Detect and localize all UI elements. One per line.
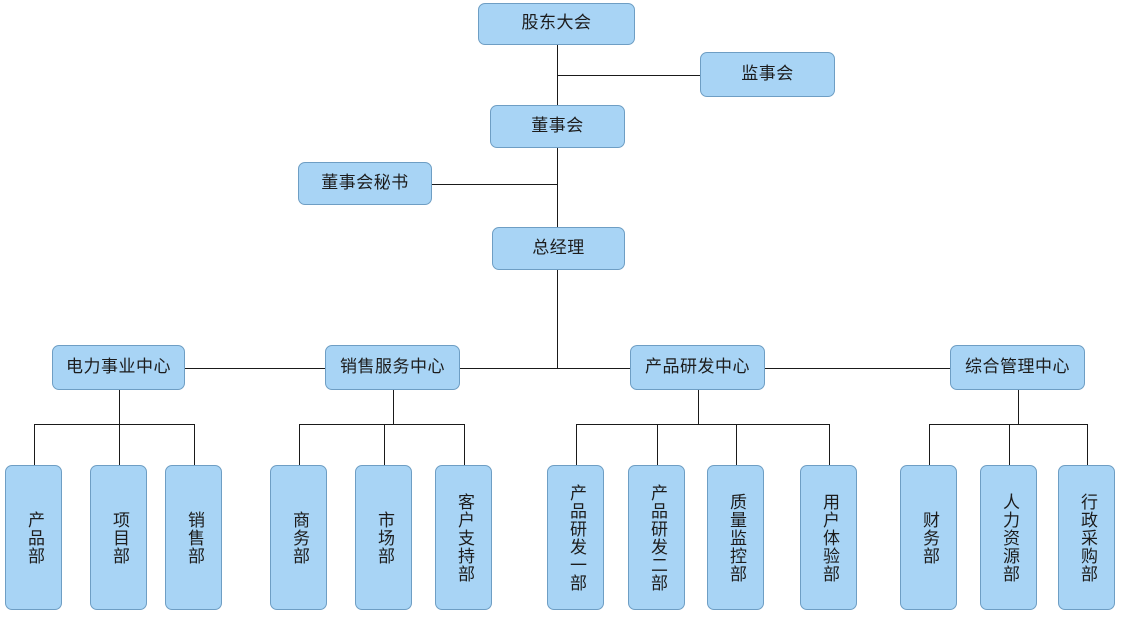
connector-department-drop <box>33 424 35 465</box>
connector-department-drop <box>735 424 737 465</box>
org-node-product-rd-dept-1[interactable]: 产品研发一部 <box>547 465 604 610</box>
org-node-shareholders-meeting[interactable]: 股东大会 <box>478 3 635 45</box>
org-node-label: 综合管理中心 <box>965 356 1070 377</box>
org-node-label: 总经理 <box>532 237 585 258</box>
org-node-sales-dept[interactable]: 销售部 <box>165 465 222 610</box>
org-node-customer-support-dept[interactable]: 客户支持部 <box>435 465 492 610</box>
org-node-label: 行政采购部 <box>1077 492 1098 583</box>
org-node-label: 客户支持部 <box>454 492 475 583</box>
org-node-label: 监事会 <box>741 63 794 84</box>
org-node-label: 用户体验部 <box>819 492 840 583</box>
org-node-user-experience-dept[interactable]: 用户体验部 <box>800 465 857 610</box>
connector-center-drop <box>1017 390 1019 424</box>
connector-center-drop <box>392 390 394 424</box>
org-node-label: 董事会秘书 <box>321 172 409 193</box>
connector-center-bus <box>460 367 630 369</box>
org-node-label: 产品研发二部 <box>647 483 668 592</box>
org-node-marketing-dept[interactable]: 市场部 <box>355 465 412 610</box>
connector-department-drop <box>828 424 830 465</box>
org-node-label: 项目部 <box>109 510 130 565</box>
org-node-project-dept[interactable]: 项目部 <box>90 465 147 610</box>
org-node-power-business-center[interactable]: 电力事业中心 <box>52 345 185 390</box>
org-node-label: 产品研发中心 <box>645 356 750 377</box>
org-node-quality-control-dept[interactable]: 质量监控部 <box>707 465 764 610</box>
connector-general-manager-to-centers <box>556 270 558 368</box>
org-node-sales-service-center[interactable]: 销售服务中心 <box>325 345 460 390</box>
connector-department-bus <box>928 424 1087 425</box>
connector-department-bus <box>575 424 829 425</box>
org-node-board-secretary[interactable]: 董事会秘书 <box>298 162 432 205</box>
org-node-human-resources-dept[interactable]: 人力资源部 <box>980 465 1037 610</box>
connector-department-drop <box>1086 424 1088 465</box>
org-node-label: 市场部 <box>374 510 395 565</box>
connector-spine-to-supervisory-board <box>556 74 700 76</box>
connector-department-drop <box>118 424 120 465</box>
org-node-label: 股东大会 <box>521 13 592 34</box>
connector-department-drop <box>575 424 577 465</box>
connector-center-drop <box>118 390 120 424</box>
connector-department-bus <box>298 424 464 425</box>
org-node-board-of-directors[interactable]: 董事会 <box>490 105 625 148</box>
connector-spine-to-board-secretary <box>432 183 557 185</box>
org-node-supervisory-board[interactable]: 监事会 <box>700 52 835 97</box>
org-node-label: 质量监控部 <box>726 492 747 583</box>
org-node-label: 人力资源部 <box>999 492 1020 583</box>
connector-center-drop <box>697 390 699 424</box>
org-node-label: 财务部 <box>919 510 940 565</box>
connector-department-bus <box>33 424 194 425</box>
org-node-finance-dept[interactable]: 财务部 <box>900 465 957 610</box>
org-node-business-affairs-dept[interactable]: 商务部 <box>270 465 327 610</box>
connector-department-drop <box>383 424 385 465</box>
org-node-product-rd-center[interactable]: 产品研发中心 <box>630 345 765 390</box>
org-node-general-admin-center[interactable]: 综合管理中心 <box>950 345 1085 390</box>
org-node-admin-procurement-dept[interactable]: 行政采购部 <box>1058 465 1115 610</box>
org-node-product-dept[interactable]: 产品部 <box>5 465 62 610</box>
org-node-label: 销售服务中心 <box>340 356 445 377</box>
org-node-label: 董事会 <box>531 115 584 136</box>
connector-department-drop <box>928 424 930 465</box>
org-node-label: 产品部 <box>24 510 45 565</box>
connector-department-drop <box>193 424 195 465</box>
org-node-label: 产品研发一部 <box>566 483 587 592</box>
org-node-label: 电力事业中心 <box>66 356 171 377</box>
org-node-general-manager[interactable]: 总经理 <box>492 227 625 270</box>
connector-center-bus <box>185 367 325 369</box>
connector-department-drop <box>1008 424 1010 465</box>
org-node-label: 销售部 <box>184 510 205 565</box>
connector-department-drop <box>298 424 300 465</box>
connector-department-drop <box>656 424 658 465</box>
connector-center-bus <box>765 367 950 369</box>
connector-board-to-general-manager <box>556 148 558 227</box>
org-node-label: 商务部 <box>289 510 310 565</box>
org-node-product-rd-dept-2[interactable]: 产品研发二部 <box>628 465 685 610</box>
connector-department-drop <box>463 424 465 465</box>
